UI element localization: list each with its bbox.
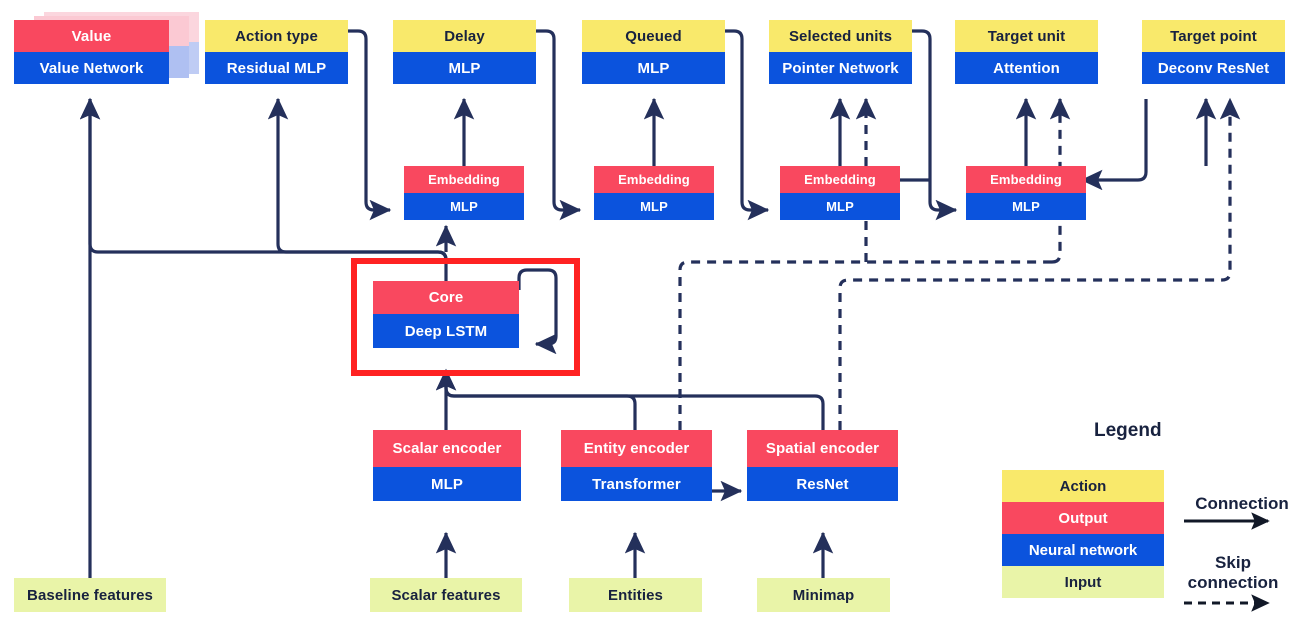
node-spatial-encoder-top: Spatial encoder bbox=[747, 430, 898, 467]
node-entity-encoder[interactable]: Entity encoder Transformer bbox=[561, 430, 712, 501]
node-embedding-2-top: Embedding bbox=[594, 166, 714, 193]
node-core[interactable]: Core Deep LSTM bbox=[373, 281, 519, 348]
node-embedding-3[interactable]: Embedding MLP bbox=[780, 166, 900, 220]
node-scalar-encoder-bottom: MLP bbox=[373, 467, 521, 501]
node-selected-units-bottom: Pointer Network bbox=[769, 52, 912, 84]
wire-target-point-feedback-to-embedding-4 bbox=[1080, 99, 1148, 191]
node-minimap-label: Minimap bbox=[757, 578, 890, 612]
node-queued-bottom: MLP bbox=[582, 52, 725, 84]
node-queued[interactable]: Queued MLP bbox=[582, 20, 725, 84]
wire-skip-entity-bus bbox=[678, 260, 1052, 430]
node-target-unit[interactable]: Target unit Attention bbox=[955, 20, 1098, 84]
node-embedding-4[interactable]: Embedding MLP bbox=[966, 166, 1086, 220]
node-baseline-features[interactable]: Baseline features bbox=[14, 578, 166, 612]
node-target-point-bottom: Deconv ResNet bbox=[1142, 52, 1285, 84]
wire-entity-encoder-to-core bbox=[435, 368, 637, 430]
node-embedding-3-bottom: MLP bbox=[780, 193, 900, 220]
node-delay-top: Delay bbox=[393, 20, 536, 52]
node-minimap[interactable]: Minimap bbox=[757, 578, 890, 612]
node-scalar-features-label: Scalar features bbox=[370, 578, 522, 612]
node-target-unit-top: Target unit bbox=[955, 20, 1098, 52]
wire-delay-to-embedding-2 bbox=[536, 29, 582, 221]
node-embedding-4-bottom: MLP bbox=[966, 193, 1086, 220]
core-highlight-box bbox=[351, 258, 580, 376]
legend-swatch-neural-network: Neural network bbox=[1002, 534, 1164, 566]
node-embedding-1[interactable]: Embedding MLP bbox=[404, 166, 524, 220]
wire-queued-to-embedding-3 bbox=[724, 29, 770, 221]
node-embedding-1-top: Embedding bbox=[404, 166, 524, 193]
node-queued-top: Queued bbox=[582, 20, 725, 52]
legend-title: Legend bbox=[1094, 420, 1162, 441]
node-action-type[interactable]: Action type Residual MLP bbox=[205, 20, 348, 84]
legend-swatches: Action Output Neural network Input bbox=[1002, 470, 1164, 598]
legend-swatch-input: Input bbox=[1002, 566, 1164, 598]
node-core-top: Core bbox=[373, 281, 519, 314]
wire-core-to-value-network bbox=[79, 97, 448, 261]
node-scalar-encoder[interactable]: Scalar encoder MLP bbox=[373, 430, 521, 501]
legend-skip-label-line2: connection bbox=[1187, 573, 1279, 592]
node-entities[interactable]: Entities bbox=[569, 578, 702, 612]
node-action-type-bottom: Residual MLP bbox=[205, 52, 348, 84]
wire-action-type-to-embedding-1 bbox=[348, 29, 392, 221]
node-baseline-features-label: Baseline features bbox=[14, 578, 166, 612]
node-embedding-2-bottom: MLP bbox=[594, 193, 714, 220]
node-entities-label: Entities bbox=[569, 578, 702, 612]
node-scalar-features[interactable]: Scalar features bbox=[370, 578, 522, 612]
node-value[interactable]: Value Value Network bbox=[14, 20, 169, 84]
legend-connection-label: Connection bbox=[1195, 494, 1289, 513]
node-entity-encoder-top: Entity encoder bbox=[561, 430, 712, 467]
node-delay[interactable]: Delay MLP bbox=[393, 20, 536, 84]
node-entity-encoder-bottom: Transformer bbox=[561, 467, 712, 501]
node-core-bottom: Deep LSTM bbox=[373, 314, 519, 348]
wire-spatial-encoder-to-core bbox=[444, 370, 825, 430]
legend-skip-label-line1: Skip bbox=[1215, 553, 1251, 572]
node-delay-bottom: MLP bbox=[393, 52, 536, 84]
node-target-point[interactable]: Target point Deconv ResNet bbox=[1142, 20, 1285, 84]
wire-selected-units-to-embedding-4 bbox=[928, 180, 958, 221]
wire-selected-units-riser bbox=[912, 29, 932, 180]
node-selected-units[interactable]: Selected units Pointer Network bbox=[769, 20, 912, 84]
node-value-bottom: Value Network bbox=[14, 52, 169, 84]
node-target-unit-bottom: Attention bbox=[955, 52, 1098, 84]
legend-swatch-action: Action bbox=[1002, 470, 1164, 502]
node-value-top: Value bbox=[14, 20, 169, 52]
node-scalar-encoder-top: Scalar encoder bbox=[373, 430, 521, 467]
node-action-type-top: Action type bbox=[205, 20, 348, 52]
node-embedding-2[interactable]: Embedding MLP bbox=[594, 166, 714, 220]
node-spatial-encoder[interactable]: Spatial encoder ResNet bbox=[747, 430, 898, 501]
node-target-point-top: Target point bbox=[1142, 20, 1285, 52]
node-embedding-4-top: Embedding bbox=[966, 166, 1086, 193]
node-embedding-3-top: Embedding bbox=[780, 166, 900, 193]
wire-skip-spatial-to-target-point bbox=[838, 97, 1241, 430]
node-selected-units-top: Selected units bbox=[769, 20, 912, 52]
legend-swatch-output: Output bbox=[1002, 502, 1164, 534]
node-spatial-encoder-bottom: ResNet bbox=[747, 467, 898, 501]
node-embedding-1-bottom: MLP bbox=[404, 193, 524, 220]
